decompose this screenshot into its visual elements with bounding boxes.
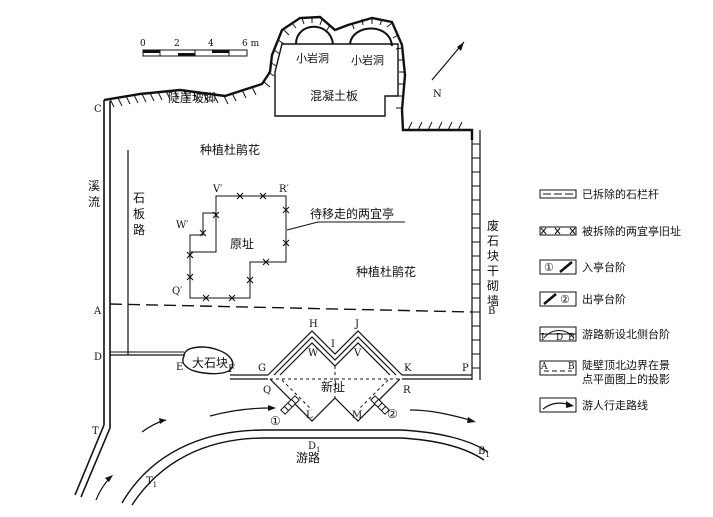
legend-exit-steps-icon: ② <box>539 291 577 307</box>
point-D: D <box>94 352 102 363</box>
point-I: I <box>331 339 335 350</box>
cliff-projection-line <box>109 303 473 313</box>
point-J: J <box>354 319 359 330</box>
tour-road-label: 游路 <box>296 450 320 465</box>
legend-removed-railing: 已拆除的石栏杆 <box>582 187 659 201</box>
pavilion-walkway: G K P <box>230 363 472 380</box>
scale-bar: 0 2 4 6 m <box>140 39 260 57</box>
big-rock-label: 大石块 <box>192 356 228 370</box>
scale-tick-2: 2 <box>174 39 180 49</box>
scale-tick-0: 0 <box>140 39 146 49</box>
wall-label-5: 砌 <box>487 279 499 293</box>
svg-text:I: I <box>541 333 545 343</box>
svg-text:①: ① <box>544 261 554 274</box>
svg-text:A: A <box>540 362 548 372</box>
old-pavilion-site: V′ R′ W′ Q′ 原址 <box>172 184 290 302</box>
svg-text:B: B <box>568 333 575 343</box>
cave-right-label: 小岩洞 <box>351 53 384 67</box>
legend-enter-steps: 入亭台阶 <box>582 260 626 274</box>
point-Wp: W′ <box>176 220 189 231</box>
point-C: C <box>94 104 102 115</box>
exit-steps-marker: ② <box>387 407 398 421</box>
scale-tick-6m: 6 m <box>242 39 260 49</box>
walk-route-arrows <box>95 405 476 501</box>
scale-tick-4: 4 <box>208 39 214 49</box>
legend: 已拆除的石栏杆 被拆除的两宜亭旧址 ① 入亭台阶 ② 出亭台阶 <box>539 187 681 413</box>
big-rock: 大石块 E F <box>176 346 235 375</box>
legend-old-site-icon <box>539 226 577 236</box>
wall-label-6: 墙 <box>487 294 499 308</box>
north-label: N <box>433 89 442 100</box>
svg-text:②: ② <box>560 293 570 306</box>
point-Q: Q <box>263 385 271 396</box>
legend-north-steps: 游路新设北侧台阶 <box>582 327 670 341</box>
point-Rp: R′ <box>279 184 290 195</box>
point-W: W <box>308 348 319 359</box>
stone-path <box>110 150 184 356</box>
point-K: K <box>404 363 412 374</box>
wall-label-4: 干 <box>487 264 499 278</box>
point-T1: T1 <box>146 476 157 489</box>
north-arrow-icon: N <box>431 41 465 100</box>
point-P: P <box>462 363 469 374</box>
legend-exit-steps: 出亭台阶 <box>582 292 626 306</box>
stream-label-2: 流 <box>88 195 100 209</box>
point-M: M <box>352 410 362 421</box>
point-E: E <box>176 362 183 373</box>
pavilion-to-move-label: 待移走的两宜亭 <box>310 206 394 221</box>
point-V: V <box>353 348 362 359</box>
legend-old-site: 被拆除的两宜亭旧址 <box>582 224 681 238</box>
point-D1: D1 <box>308 441 321 454</box>
dry-stone-wall: B <box>471 130 495 380</box>
wall-label-3: 块 <box>487 249 499 263</box>
point-A: A <box>93 306 102 317</box>
cave-left-label: 小岩洞 <box>296 51 329 65</box>
svg-text:D: D <box>556 333 563 343</box>
point-Qp: Q′ <box>172 286 183 297</box>
legend-walk-route-icon <box>539 397 577 413</box>
legend-walk-route: 游人行走路线 <box>582 398 648 412</box>
point-B: B <box>488 306 495 317</box>
stream-bank: C A D T <box>74 100 111 498</box>
point-H: H <box>309 319 318 330</box>
point-F: F <box>228 364 235 375</box>
concrete-slab-label: 混凝土板 <box>310 88 358 103</box>
point-Vp: V′ <box>212 184 223 195</box>
cliff-foot-label: 陡崖坡脚 <box>168 90 216 105</box>
new-site-label: 新址 <box>321 379 345 394</box>
point-L: L <box>306 410 313 421</box>
legend-removed-railing-icon <box>539 189 577 199</box>
stone-path-label-1: 石 <box>133 191 145 205</box>
cliff-top: 小岩洞 小岩洞 混凝土板 陡崖坡脚 <box>103 15 474 140</box>
stone-path-label-3: 路 <box>133 222 145 237</box>
wall-label-1: 废 <box>487 218 499 233</box>
wall-label-2: 石 <box>487 234 499 248</box>
stream-label-1: 溪 <box>88 179 100 193</box>
enter-steps-marker: ① <box>270 414 281 428</box>
legend-cliff-projection-1: 陡壁顶北边界在景 <box>582 358 670 372</box>
legend-cliff-projection-icon: A B <box>539 360 577 376</box>
legend-north-steps-icon: I D B <box>539 326 577 343</box>
old-site-label: 原址 <box>230 237 254 251</box>
legend-cliff-projection-2: 点平面图上的投影 <box>582 372 670 386</box>
point-B1: B1 <box>478 446 490 459</box>
planting-label-right: 种植杜鹃花 <box>356 264 416 279</box>
stone-path-label-2: 板 <box>133 207 145 221</box>
planting-label-top: 种植杜鹃花 <box>200 142 260 157</box>
legend-enter-steps-icon: ① <box>539 259 577 275</box>
point-G: G <box>258 363 266 374</box>
tour-road: 游路 D1 B1 T1 <box>121 429 490 506</box>
point-T: T <box>92 426 99 437</box>
svg-text:B: B <box>568 362 575 372</box>
point-R: R <box>403 385 411 396</box>
new-pavilion: H J W I V Q R L M 新址 ① ② <box>263 319 411 428</box>
